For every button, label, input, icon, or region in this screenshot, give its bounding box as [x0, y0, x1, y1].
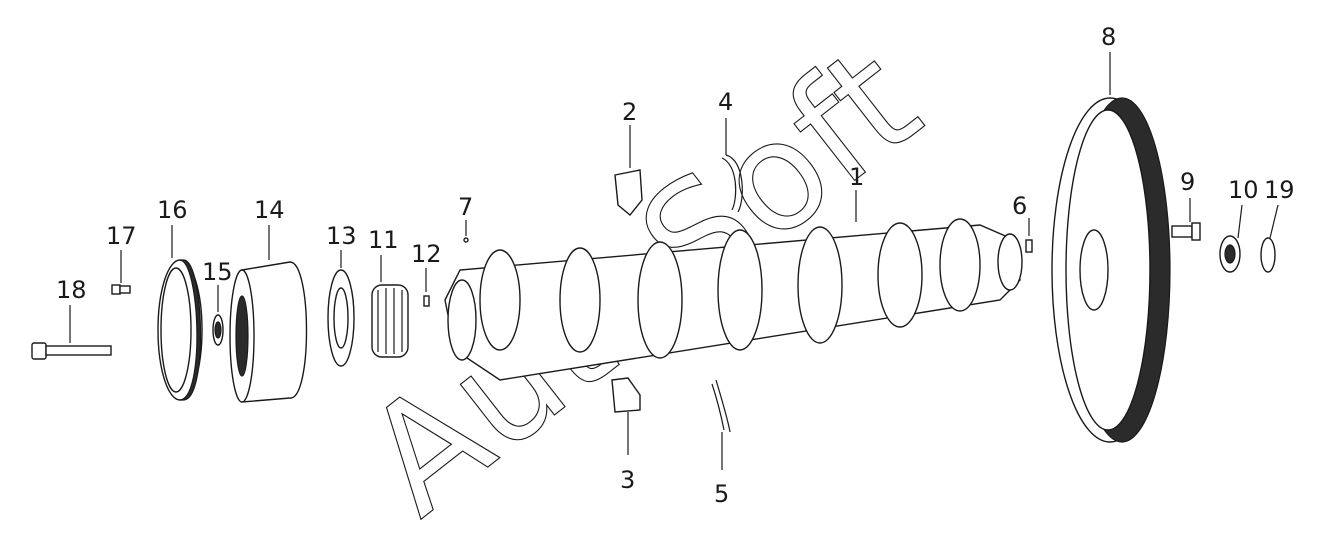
callout-2: 2: [622, 98, 637, 126]
callout-17: 17: [106, 222, 137, 250]
callout-3: 3: [620, 466, 635, 494]
part-12-pin: [423, 295, 430, 307]
part-19-snap-ring: [1260, 237, 1276, 273]
callout-19: 19: [1264, 176, 1295, 204]
part-3-bearing-lower: [611, 377, 641, 413]
part-4-thrust-upper: [721, 154, 743, 213]
callout-8: 8: [1101, 23, 1116, 51]
part-11-gear: [371, 284, 409, 358]
part-6-pin: [1025, 239, 1033, 253]
part-5-thrust-lower: [711, 379, 731, 433]
callout-9: 9: [1180, 168, 1195, 196]
part-1-crankshaft: [444, 218, 1023, 381]
part-16-pulley: [157, 259, 203, 401]
callout-6: 6: [1012, 192, 1027, 220]
callout-5: 5: [714, 480, 729, 508]
part-13-washer: [327, 269, 355, 367]
part-14-damper: [229, 261, 308, 403]
callout-14: 14: [254, 196, 285, 224]
callout-4: 4: [718, 88, 733, 116]
part-10-bearing: [1219, 235, 1241, 273]
callout-18: 18: [56, 276, 87, 304]
callout-10: 10: [1228, 176, 1259, 204]
callout-16: 16: [157, 196, 188, 224]
part-9-bolt: [1171, 222, 1201, 241]
part-7-pin: [463, 237, 469, 243]
part-15-plate: [212, 314, 224, 346]
part-2-bearing-upper: [614, 169, 643, 216]
part-17-bolt: [111, 284, 131, 295]
callout-7: 7: [458, 193, 473, 221]
callout-15: 15: [202, 258, 233, 286]
callout-13: 13: [326, 222, 357, 250]
part-8-flywheel: [1051, 97, 1171, 443]
callout-1: 1: [849, 163, 864, 191]
part-18-bolt: [31, 342, 112, 360]
callout-12: 12: [411, 240, 442, 268]
callout-11: 11: [368, 226, 399, 254]
